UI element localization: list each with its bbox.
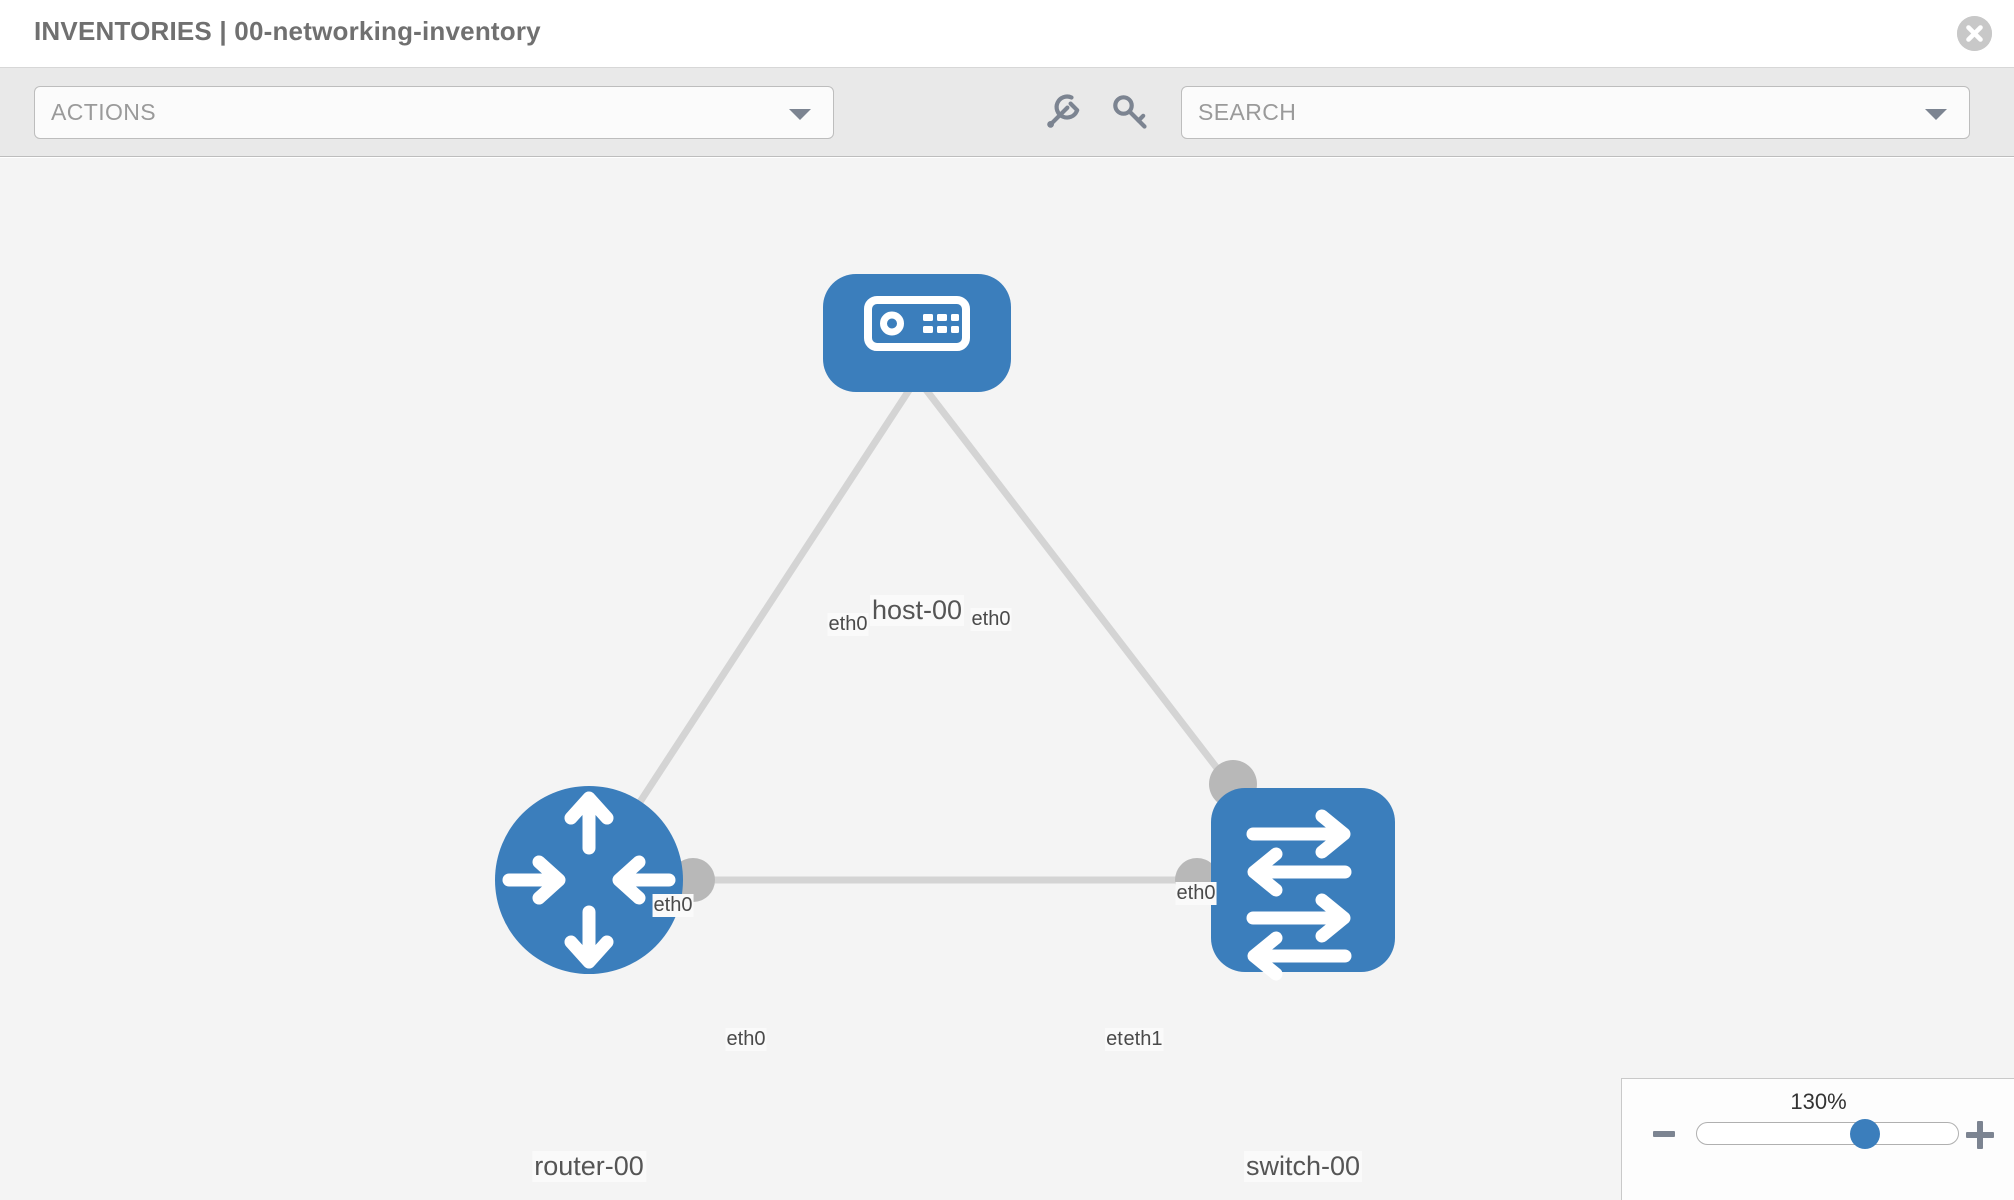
chevron-down-icon[interactable]	[1925, 109, 1947, 120]
minus-icon[interactable]	[1653, 1131, 1675, 1137]
search-input[interactable]: SEARCH	[1181, 86, 1970, 139]
close-icon[interactable]	[1957, 16, 1992, 51]
node-label-host: host-00	[869, 595, 965, 626]
edge-label: eth0	[1175, 882, 1217, 905]
actions-dropdown-label: ACTIONS	[51, 99, 157, 125]
zoom-level-value: 130%	[1790, 1089, 1847, 1114]
topology-canvas[interactable]: eth0 eth0 eth0 eth0 eth0 eth eth1 host-0…	[0, 158, 2014, 1200]
router-arrows-icon	[502, 791, 676, 969]
server-icon	[864, 296, 970, 351]
key-icon[interactable]	[1106, 88, 1154, 136]
page-header: INVENTORIES | 00-networking-inventory	[0, 0, 2014, 68]
edge-label: eth1	[1122, 1028, 1164, 1051]
node-label-router: router-00	[532, 1151, 646, 1182]
edge-label: eth0	[725, 1028, 767, 1051]
search-placeholder: SEARCH	[1198, 99, 1297, 125]
edge-label: eth0	[827, 613, 869, 636]
node-label-switch: switch-00	[1243, 1151, 1363, 1182]
plus-icon[interactable]	[1966, 1121, 1994, 1149]
wrench-icon[interactable]	[1039, 88, 1087, 136]
actions-dropdown[interactable]: ACTIONS	[34, 86, 834, 139]
node-switch-00	[1211, 788, 1395, 981]
edge-label: eth0	[970, 608, 1012, 631]
chevron-down-icon	[789, 109, 811, 120]
node-host-00	[823, 274, 1011, 392]
page-title: INVENTORIES | 00-networking-inventory	[34, 16, 541, 46]
edge-label: eth0	[652, 894, 694, 917]
toolbar: ACTIONS SEARCH	[0, 68, 2014, 157]
topology-graph	[495, 274, 1395, 981]
zoom-slider-thumb[interactable]	[1850, 1119, 1880, 1149]
link-host-router	[586, 376, 920, 882]
zoom-control-panel: 130%	[1621, 1078, 2014, 1200]
topology-links	[586, 375, 1306, 884]
zoom-slider-track[interactable]	[1696, 1122, 1959, 1145]
node-router-00	[495, 786, 683, 974]
switch-arrows-icon	[1246, 809, 1352, 981]
